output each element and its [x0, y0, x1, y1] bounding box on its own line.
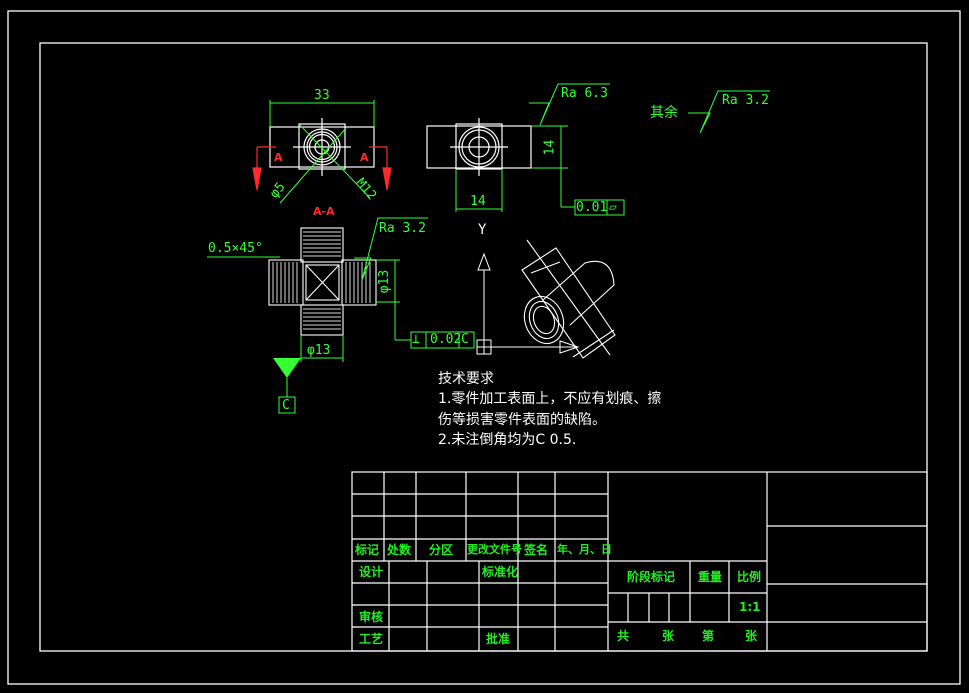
roughness-ra32: Ra 3.2 [379, 221, 426, 236]
flatness-icon: ▱ [609, 200, 617, 215]
section-arrows [252, 146, 392, 191]
tb-process: 工艺 [359, 632, 384, 646]
dim-horizontal-diameter: φ13 [307, 343, 331, 358]
side-view [426, 118, 532, 176]
title-block [351, 471, 928, 652]
tb-header-signature: 签名 [524, 543, 549, 557]
perpendicularity-tolerance: 0.02 [430, 332, 462, 347]
tb-total: 共 [617, 629, 630, 643]
section-mark-left: A [274, 151, 283, 164]
tb-standardization: 标准化 [482, 565, 519, 579]
tech-req-line2: 伤等损害零件表面的缺陷。 [438, 412, 606, 428]
general-roughness-prefix: 其余 [650, 105, 678, 121]
tb-header-zone: 分区 [429, 543, 454, 557]
ucs-icon [476, 252, 580, 355]
roughness-ra63: Ra 6.3 [561, 86, 608, 101]
dim-width-14: 14 [470, 194, 486, 209]
tb-scale-value: 1:1 [739, 600, 761, 614]
tb-weight: 重量 [698, 570, 723, 584]
tb-sheet-no: 第 [702, 629, 715, 643]
ucs-y-label: Y [478, 222, 487, 238]
tb-header-change-doc: 更改文件号 [467, 543, 522, 556]
tb-review: 审核 [359, 610, 384, 624]
tb-approval: 批准 [486, 632, 511, 646]
datum-label: C [282, 398, 290, 413]
chamfer-dim: 0.5×45° [208, 241, 263, 256]
section-hatching [272, 231, 371, 330]
top-view [269, 118, 375, 176]
tb-scale-label: 比例 [737, 570, 762, 584]
top-view-dims [269, 100, 375, 204]
datum-reference: C [461, 332, 469, 347]
isometric-view [521, 239, 616, 359]
section-view [268, 227, 377, 336]
tb-header-mark: 标记 [355, 543, 380, 557]
datum-triangle [273, 358, 301, 378]
dim-width-33: 33 [314, 88, 330, 103]
section-view-dims [207, 217, 475, 414]
tb-stage-mark: 阶段标记 [627, 570, 676, 584]
general-roughness-value: Ra 3.2 [722, 93, 769, 108]
side-view-dims [455, 83, 625, 216]
general-roughness-symbol [688, 90, 770, 134]
flatness-tolerance: 0.01 [576, 200, 608, 215]
dim-vertical-diameter: φ13 [377, 269, 393, 294]
tb-sheets1: 张 [662, 629, 675, 643]
dim-height-14: 14 [542, 139, 558, 156]
tb-sheets2: 张 [745, 629, 758, 643]
tb-header-date: 年、月、日 [557, 543, 612, 556]
section-label: A-A [313, 205, 335, 218]
section-mark-right: A [360, 151, 369, 164]
tb-design: 设计 [359, 565, 384, 579]
tech-req-line1: 1.零件加工表面上，不应有划痕、擦 [438, 391, 662, 407]
tb-header-count: 处数 [387, 543, 412, 557]
tech-req-line3: 2.未注倒角均为C 0.5. [438, 432, 577, 448]
perpendicularity-icon: ⊥ [412, 332, 420, 347]
tech-req-title: 技术要求 [438, 371, 494, 387]
